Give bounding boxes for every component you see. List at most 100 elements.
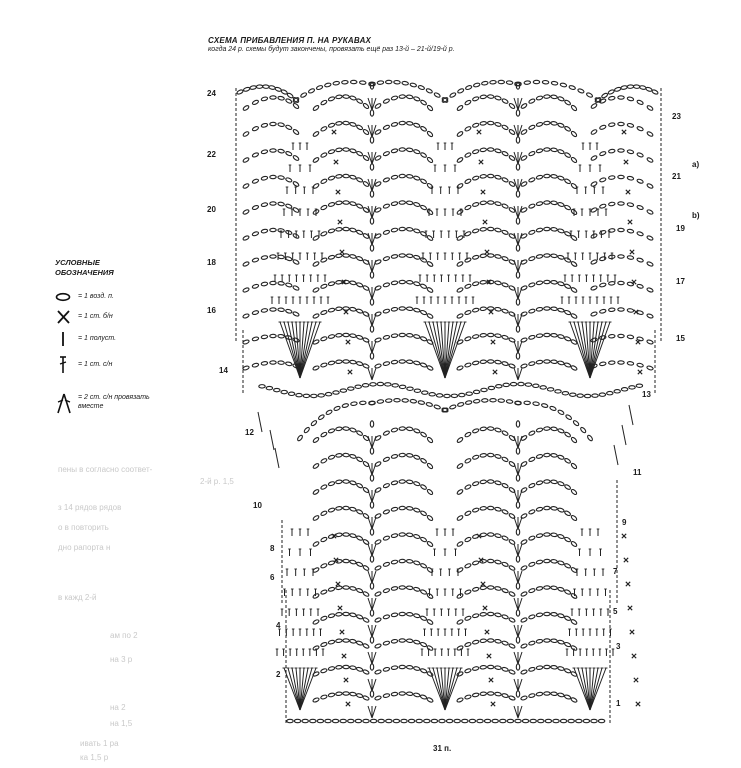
- chain-stitch: [520, 363, 527, 368]
- chain-stitch: [422, 391, 428, 394]
- chain-stitch: [516, 502, 519, 508]
- chain-stitch: [551, 254, 558, 258]
- chain-stitch: [599, 335, 606, 340]
- chain-stitch: [426, 313, 433, 319]
- chain-stitch: [408, 719, 414, 722]
- chain-stitch: [320, 642, 327, 647]
- chain-stitch: [487, 427, 494, 431]
- chain-stitch: [621, 85, 628, 90]
- chain-stitch: [278, 175, 285, 179]
- chain-stitch: [374, 617, 381, 623]
- chain-stitch: [370, 164, 373, 170]
- chain-stitch: [551, 121, 558, 125]
- chain-stitch: [646, 157, 653, 163]
- chain-stitch: [420, 536, 427, 542]
- chain-stitch: [349, 281, 356, 286]
- chain-stitch: [302, 719, 308, 722]
- chain-stitch: [320, 537, 327, 543]
- chain-stitch: [414, 389, 420, 392]
- chain-stitch: [520, 487, 527, 493]
- chain-stitch: [621, 388, 627, 391]
- single-crochet: [479, 160, 483, 164]
- chain-stitch: [473, 390, 479, 393]
- chain-stitch: [362, 643, 369, 649]
- chain-stitch: [356, 430, 363, 436]
- chain-stitch: [285, 124, 292, 130]
- chain-stitch: [370, 637, 373, 643]
- chain-stitch: [359, 81, 366, 85]
- chain-stitch: [608, 89, 615, 95]
- chain-stitch: [413, 693, 420, 698]
- double-crochet: [629, 405, 633, 425]
- double-crochet: [368, 341, 372, 353]
- chain-stitch: [270, 96, 277, 100]
- chain-stitch: [551, 280, 558, 284]
- chain-stitch: [570, 567, 577, 574]
- chain-stitch: [516, 299, 519, 305]
- chain-stitch: [336, 333, 343, 337]
- chain-stitch: [399, 148, 406, 152]
- chain-stitch: [557, 640, 564, 645]
- double-crochet: [518, 652, 522, 664]
- chain-stitch: [252, 310, 259, 315]
- chain-stitch: [551, 360, 558, 364]
- chain-stitch: [564, 484, 571, 490]
- chain-stitch: [456, 235, 463, 241]
- chain-stitch: [464, 668, 471, 673]
- chain-stitch: [592, 394, 598, 397]
- chain-stitch: [242, 261, 249, 267]
- chain-stitch: [426, 541, 433, 548]
- chain-stitch: [383, 562, 390, 567]
- chain-stitch: [278, 281, 285, 285]
- chain-stitch: [570, 365, 577, 371]
- chain-stitch: [399, 201, 406, 205]
- chain-stitch: [418, 85, 425, 90]
- chain-stitch: [349, 95, 356, 100]
- chain-stitch: [570, 515, 577, 522]
- chain-stitch: [551, 95, 558, 99]
- chain-stitch: [487, 506, 494, 510]
- chain-stitch: [383, 282, 390, 287]
- chain-stitch: [320, 484, 327, 490]
- chain-stitch: [524, 401, 531, 405]
- chain-stitch: [516, 164, 519, 170]
- chain-stitch: [508, 435, 515, 442]
- double-crochet: [368, 544, 372, 556]
- chain-stitch: [399, 559, 406, 563]
- chain-stitch: [377, 81, 384, 85]
- chain-stitch: [362, 155, 369, 162]
- double-crochet: [514, 706, 518, 718]
- double-crochet: [292, 322, 300, 378]
- chain-stitch: [516, 421, 519, 427]
- chain-stitch: [420, 257, 427, 263]
- chain-stitch: [335, 201, 342, 205]
- chain-stitch: [544, 665, 550, 669]
- chain-stitch: [533, 384, 539, 387]
- chain-stitch: [374, 285, 381, 291]
- chain-stitch: [413, 666, 420, 671]
- chain-stitch: [320, 589, 327, 595]
- chain-stitch: [406, 480, 413, 484]
- chain-stitch: [536, 692, 543, 696]
- chain-stitch: [570, 183, 577, 190]
- double-crochet: [514, 598, 518, 610]
- chain-stitch: [480, 665, 487, 669]
- chain-stitch: [362, 384, 368, 387]
- chain-stitch: [508, 363, 515, 369]
- chain-stitch: [472, 507, 479, 512]
- chain-stitch: [501, 614, 508, 619]
- chain-stitch: [525, 383, 531, 386]
- chain-stitch: [528, 203, 535, 209]
- chain-stitch: [340, 719, 346, 722]
- double-crochet: [368, 706, 372, 718]
- chain-stitch: [426, 261, 433, 268]
- chain-stitch: [292, 311, 299, 317]
- chain-stitch: [252, 284, 259, 289]
- chain-stitch: [259, 385, 265, 388]
- chain-stitch: [637, 257, 644, 262]
- chain-stitch: [459, 393, 465, 396]
- chain-stitch: [349, 560, 356, 565]
- chain-stitch: [278, 202, 285, 206]
- chain-stitch: [356, 483, 363, 489]
- chain-stitch: [636, 99, 643, 105]
